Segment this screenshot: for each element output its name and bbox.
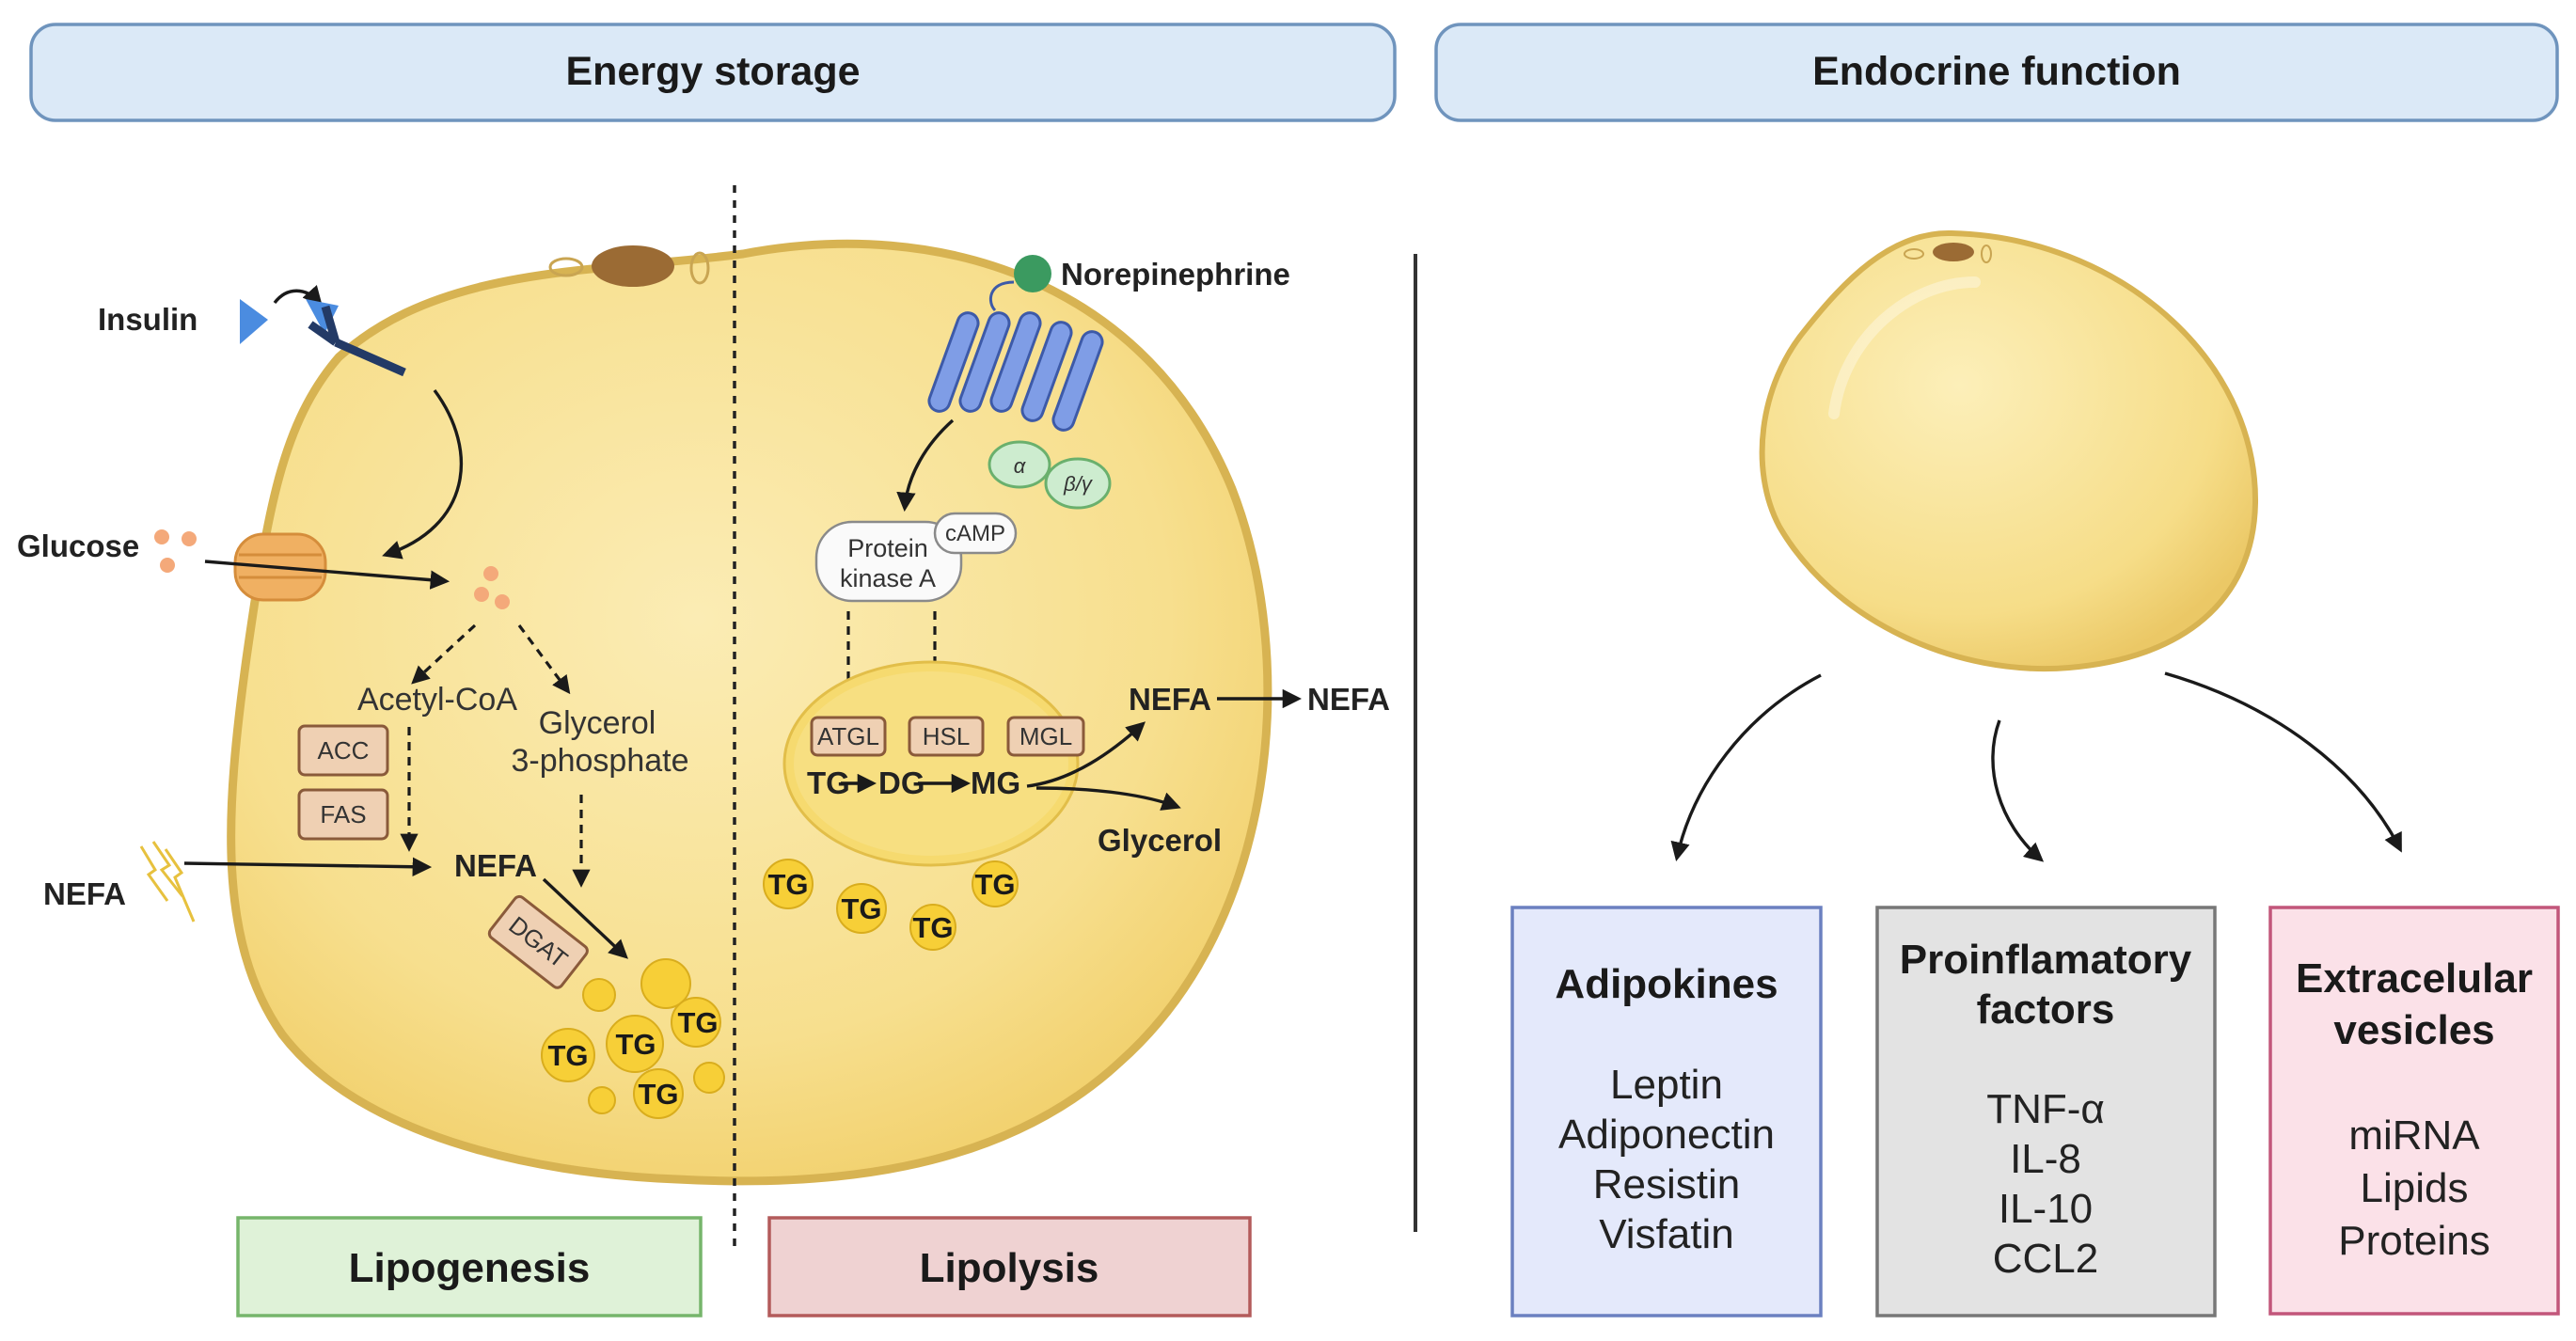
glycerol-3-phosphate-label-1: Glycerol [539,705,656,741]
adipokine-item: Resistin [1593,1161,1741,1207]
proinflammatory-item: TNF-α [1986,1086,2105,1132]
svg-text:MGL: MGL [1019,722,1072,750]
dg-label: DG [878,765,925,800]
vesicle-item: miRNA [2348,1112,2480,1159]
fas-enzyme: FAS [297,788,389,841]
pka-label-2: kinase A [840,564,936,592]
adipokines-box: Adipokines Leptin Adiponectin Resistin V… [1510,906,1823,1317]
acetyl-coa-label: Acetyl-CoA [357,682,517,718]
nefa-intermediate-label: NEFA [454,848,537,883]
proinflammatory-item: IL-8 [2010,1136,2081,1182]
mgl-enzyme: MGL [1006,716,1085,757]
proinflammatory-title-1: Proinflamatory [1900,937,2192,983]
lipid-droplets-lipolysis: TG TG TG TG [763,859,1019,951]
svg-text:Lipolysis: Lipolysis [920,1245,1099,1291]
header-energy-storage-title: Energy storage [565,49,860,94]
tg-droplet-label: TG [841,892,881,925]
glycerol-label: Glycerol [1098,823,1222,858]
protein-kinase-a: Protein kinase A cAMP [814,512,1018,603]
mg-label: MG [971,765,1020,800]
extracellular-vesicles-box: Extracelular vesicles miRNA Lipids Prote… [2268,906,2560,1316]
insulin-label: Insulin [98,302,198,337]
glycerol-3-phosphate-label-2: 3-phosphate [511,743,688,779]
proinflammatory-item: IL-10 [1999,1186,2093,1232]
endocrine-panel: Adipokines Leptin Adiponectin Resistin V… [1510,229,2560,1317]
vesicle-item: Lipids [2361,1165,2469,1211]
acc-enzyme: ACC [297,724,389,777]
svg-text:ACC: ACC [318,736,370,765]
camp-label: cAMP [945,521,1005,546]
lipogenesis-label-box: Lipogenesis [236,1216,703,1317]
hsl-enzyme: HSL [908,716,985,757]
proinflammatory-title-2: factors [1977,986,2115,1033]
adipokine-item: Leptin [1610,1062,1723,1108]
header-endocrine-function-title: Endocrine function [1812,49,2181,94]
vesicle-item: Proteins [2338,1218,2489,1264]
insulin-receptor-icon [306,299,406,377]
glucose-molecule-icon [154,529,510,609]
tg-droplet-label: TG [677,1006,718,1039]
tg-droplet-label: TG [638,1078,678,1111]
adipokine-item: Visfatin [1599,1211,1734,1257]
vesicles-title-1: Extracelular [2296,955,2533,1002]
tg-droplet-label: TG [615,1028,656,1061]
lipid-droplets-lipogenesis: TG TG TG TG [541,958,725,1119]
g-beta-gamma-label: β/γ [1063,472,1094,496]
atgl-enzyme: ATGL [810,716,887,757]
proinflammatory-box: Proinflamatory factors TNF-α IL-8 IL-10 … [1875,906,2217,1317]
tg-droplet-label: TG [912,911,953,944]
nefa-released-label: NEFA [1307,682,1390,717]
insulin-icon [240,299,268,344]
nefa-lipolysis-label: NEFA [1129,682,1211,717]
norepinephrine-label: Norepinephrine [1061,257,1290,292]
g-alpha-label: α [1014,454,1027,478]
glucose-label: Glucose [17,529,139,563]
vesicles-title-2: vesicles [2333,1007,2494,1053]
tg-droplet-label: TG [974,868,1015,901]
svg-text:Lipogenesis: Lipogenesis [349,1245,591,1291]
lipogenesis-panel: Insulin Glucose Acetyl-CoA Glycerol 3-ph… [17,285,725,1317]
norepinephrine-icon [1014,255,1051,292]
adipokines-title: Adipokines [1555,961,1778,1007]
tg-droplet-label: TG [767,868,808,901]
svg-text:HSL: HSL [923,722,971,750]
header-endocrine-function: Endocrine function [1434,23,2559,122]
lipid-droplet-main [782,660,1080,867]
lipolysis-label-box: Lipolysis [767,1216,1252,1317]
svg-text:FAS: FAS [320,800,366,828]
nefa-molecule-icon [139,841,196,923]
proinflammatory-item: CCL2 [1993,1236,2099,1282]
lipolysis-panel: Norepinephrine α β/γ Protein kinase A cA… [763,255,1390,1317]
gpcr-receptor-icon [927,280,1104,432]
tg-droplet-label: TG [547,1039,588,1072]
pka-label-1: Protein [847,534,928,562]
g-protein-icon: α β/γ [988,440,1112,510]
svg-text:ATGL: ATGL [817,722,879,750]
adipokine-item: Adiponectin [1558,1112,1775,1158]
nefa-input-label: NEFA [43,876,126,911]
small-adipocyte [1759,229,2259,671]
header-energy-storage: Energy storage [29,23,1397,122]
